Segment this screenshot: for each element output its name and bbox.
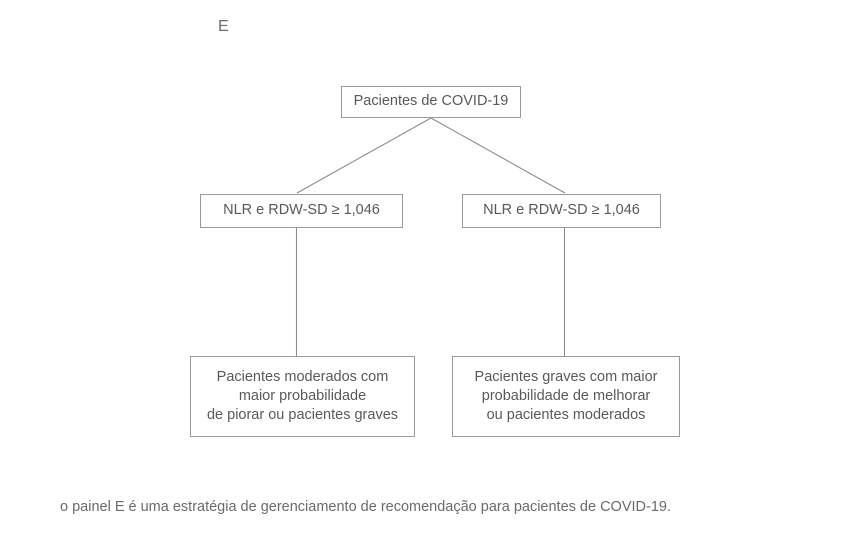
- node-rule-right-label: NLR e RDW-SD ≥ 1,046: [483, 202, 640, 219]
- node-outcome-left: Pacientes moderados com maior probabilid…: [190, 356, 415, 437]
- node-outcome-right: Pacientes graves com maior probabilidade…: [452, 356, 680, 437]
- node-outcome-left-label: Pacientes moderados com maior probabilid…: [206, 368, 399, 424]
- figure-caption: o painel E é uma estratégia de gerenciam…: [60, 499, 671, 515]
- connector-root-to-rule-right: [430, 117, 566, 194]
- node-rule-right: NLR e RDW-SD ≥ 1,046: [462, 194, 661, 228]
- panel-label-e: E: [218, 18, 230, 35]
- node-rule-left: NLR e RDW-SD ≥ 1,046: [200, 194, 403, 228]
- node-root-label: Pacientes de COVID-19: [353, 93, 509, 110]
- node-rule-left-label: NLR e RDW-SD ≥ 1,046: [223, 202, 380, 219]
- node-outcome-right-label: Pacientes graves com maior probabilidade…: [474, 368, 658, 424]
- node-root-patients: Pacientes de COVID-19: [341, 86, 521, 118]
- connector-root-to-rule-left: [296, 117, 432, 194]
